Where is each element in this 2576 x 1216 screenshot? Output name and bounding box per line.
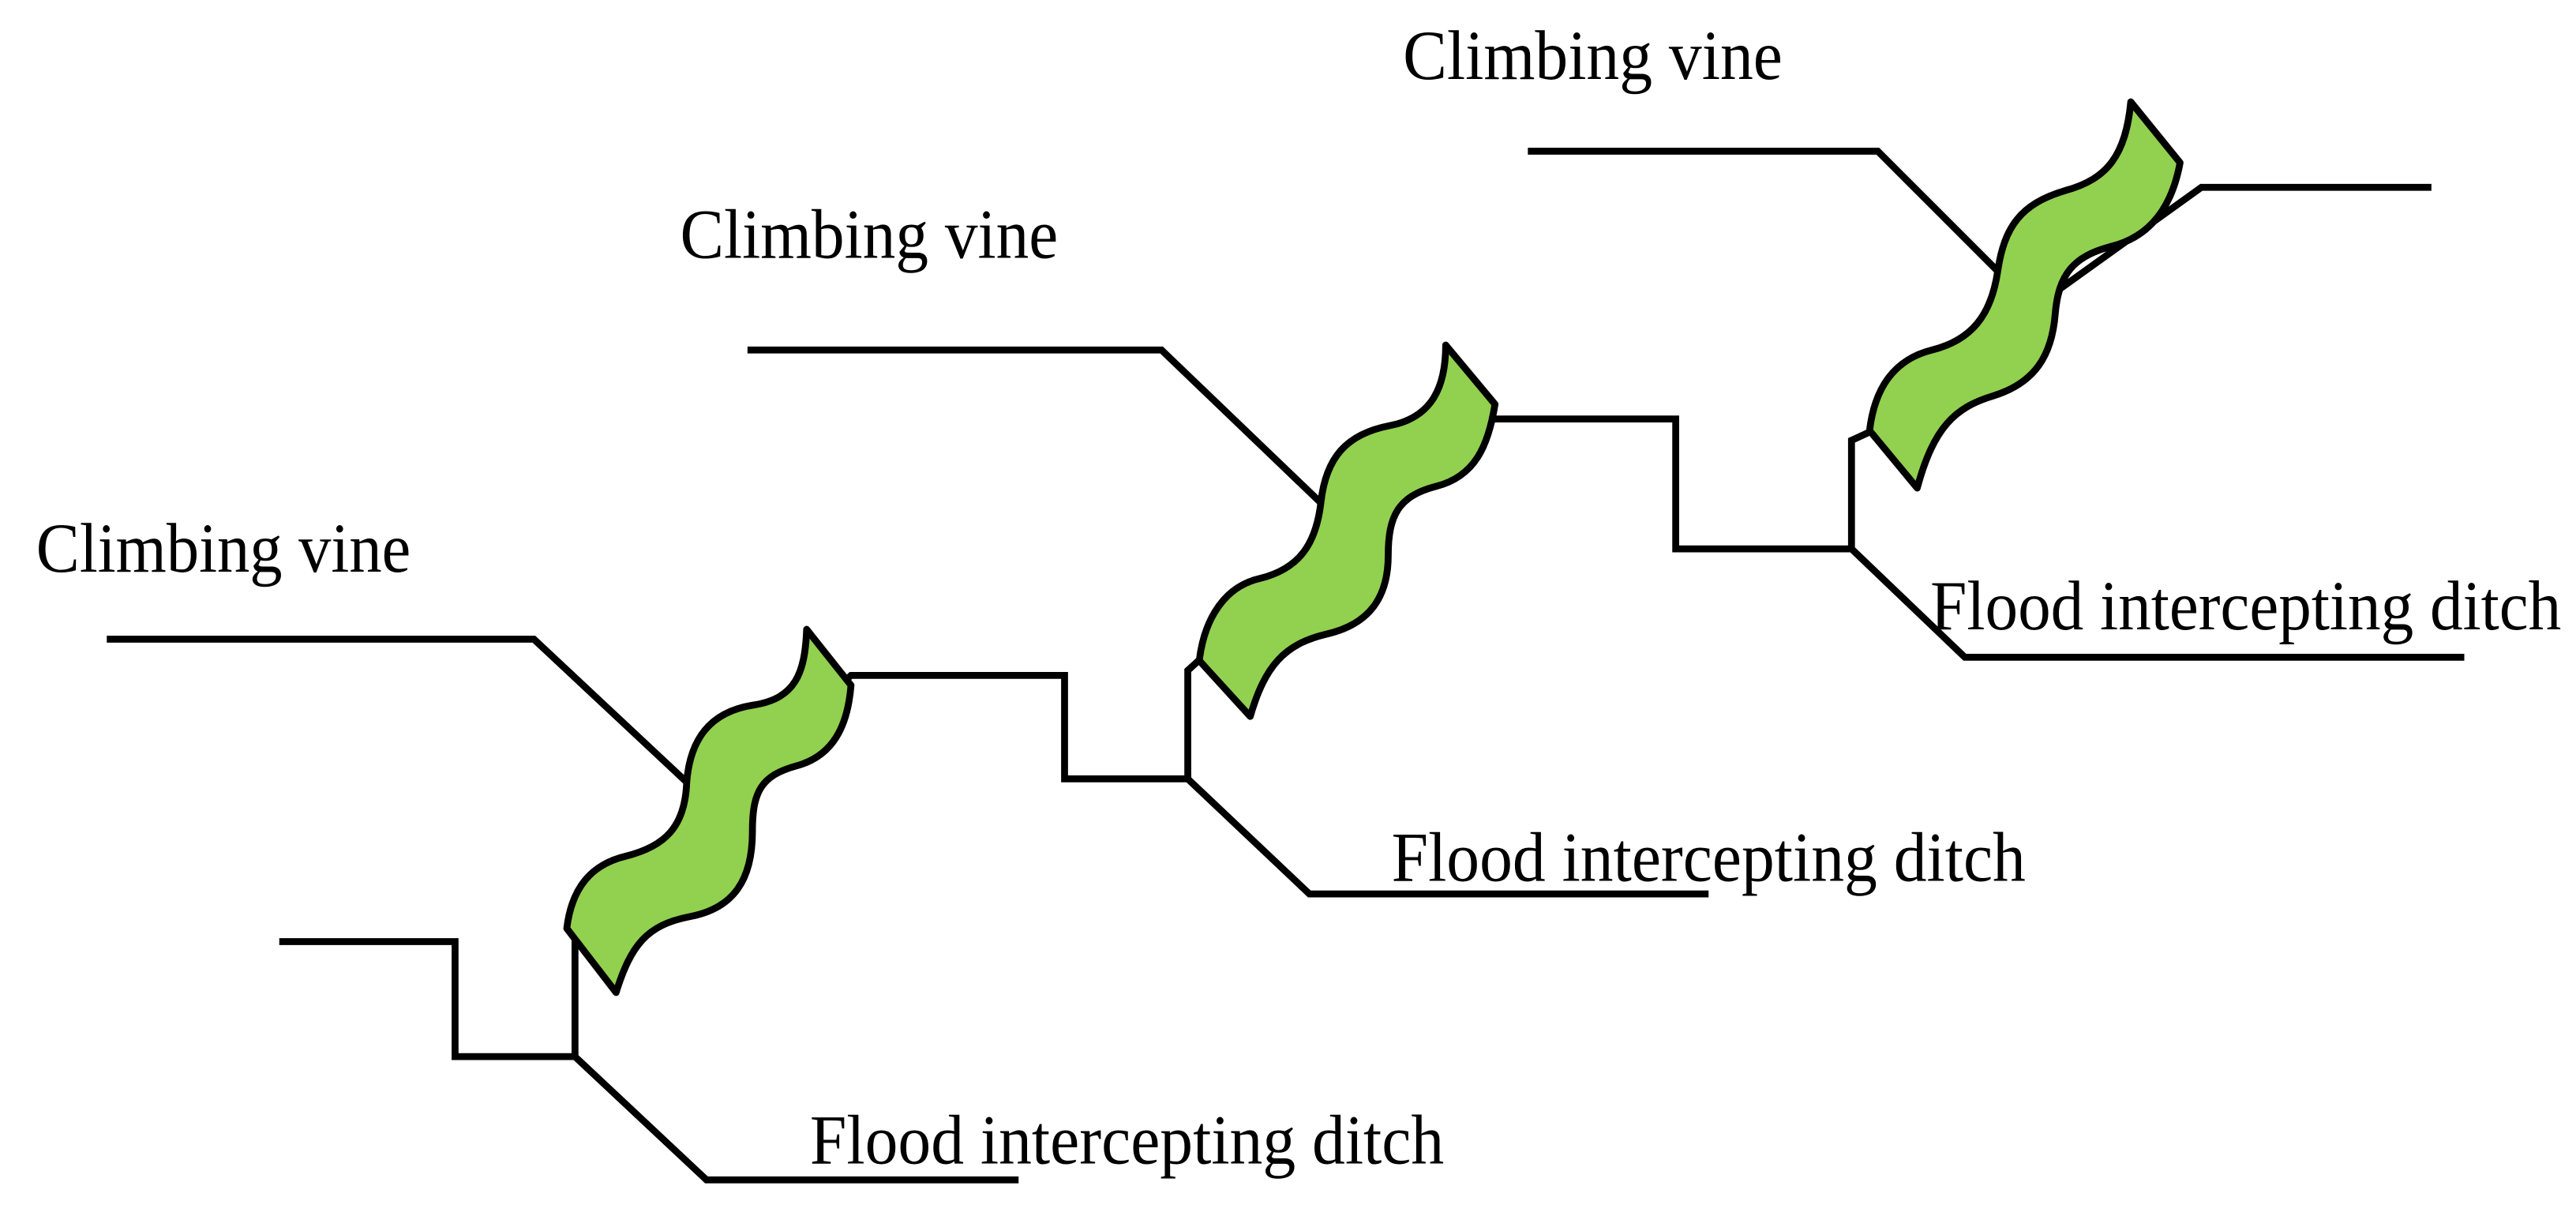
- ditch-label-2: Flood intercepting ditch: [1392, 818, 2026, 896]
- climbing-vine-shape-2: [1195, 341, 1499, 720]
- ditch-label-1: Flood intercepting ditch: [810, 1101, 1444, 1179]
- vine-leader-2: [747, 346, 1324, 505]
- vine-label-2: Climbing vine: [681, 196, 1059, 274]
- vine-leader-1: [107, 636, 689, 785]
- vine-label-3: Climbing vine: [1403, 17, 1783, 95]
- climbing-vine-shape-3: [1865, 98, 2184, 492]
- vine-leader-3: [1528, 148, 2000, 274]
- ditch-leader-3: [1849, 546, 2465, 661]
- ditch-leader-1: [572, 1053, 1019, 1184]
- climbing-vine-shape-1: [563, 625, 855, 996]
- ditch-leader-2: [1185, 776, 1709, 898]
- slope-profile-line: [279, 183, 2432, 1060]
- ditch-label-3: Flood intercepting ditch: [1930, 567, 2561, 645]
- climbing-vine-shape-2: [1195, 341, 1499, 720]
- vine-label-1: Climbing vine: [36, 509, 411, 587]
- climbing-vine-shape-3: [1865, 98, 2184, 492]
- climbing-vine-shape-1: [563, 625, 855, 996]
